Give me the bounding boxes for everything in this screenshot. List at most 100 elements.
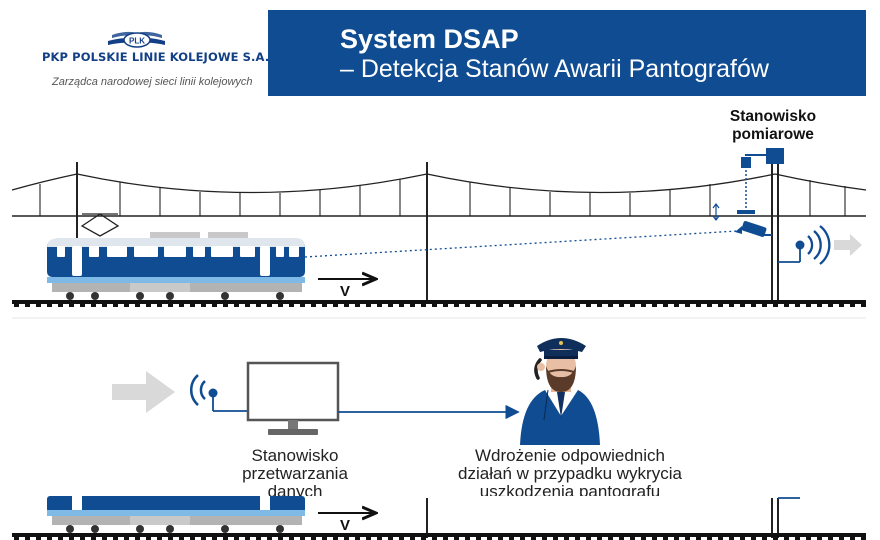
- rail-tie: [322, 304, 327, 307]
- processing-station-label: Stanowisko przetwarzania danych: [242, 447, 348, 496]
- rail-tie: [223, 304, 228, 307]
- rail-tie: [531, 537, 536, 540]
- rail-tie: [663, 537, 668, 540]
- rail-tie: [707, 304, 712, 307]
- rail-tie: [25, 537, 30, 540]
- rail-tie: [509, 304, 514, 307]
- rail-tie: [751, 537, 756, 540]
- velocity-label-top: V: [340, 283, 351, 300]
- company-tagline: Zarządca narodowej sieci linii kolejowyc…: [52, 76, 253, 88]
- rail-tie: [58, 537, 63, 540]
- rail-tie: [487, 537, 492, 540]
- rail-tie: [575, 537, 580, 540]
- rail-tie: [388, 537, 393, 540]
- rail-tie: [861, 537, 866, 540]
- rail-tie: [432, 304, 437, 307]
- rail-tie: [36, 537, 41, 540]
- rail-tie: [146, 537, 151, 540]
- monitor-icon: [246, 361, 340, 435]
- rail-tie: [355, 537, 360, 540]
- rail-tie: [300, 304, 305, 307]
- rail-tie: [388, 304, 393, 307]
- rail-tie: [80, 537, 85, 540]
- rail-tie: [366, 304, 371, 307]
- wireless-signal-icon: [189, 374, 248, 412]
- rail-tie: [113, 537, 118, 540]
- rail-tie: [223, 537, 228, 540]
- rail-tie: [36, 304, 41, 307]
- rail-tie: [234, 304, 239, 307]
- rail-tie: [586, 304, 591, 307]
- rail-tie: [366, 537, 371, 540]
- rail-tie: [344, 537, 349, 540]
- rail-tie: [806, 537, 811, 540]
- rail-tie: [850, 537, 855, 540]
- rail-tie: [619, 304, 624, 307]
- rail-tie: [256, 537, 261, 540]
- rail-tie: [168, 304, 173, 307]
- rail-tie: [641, 537, 646, 540]
- plk-emblem-text: PLK: [129, 37, 145, 46]
- rail-tie: [14, 304, 19, 307]
- rail-tie: [14, 537, 19, 540]
- rail-tie: [201, 304, 206, 307]
- rail-tie: [278, 304, 283, 307]
- rail-tie: [47, 304, 52, 307]
- rail-tie: [509, 537, 514, 540]
- rail-tie: [168, 537, 173, 540]
- rail-tie: [718, 304, 723, 307]
- rail-track-top: [12, 300, 866, 307]
- rail-tie: [311, 304, 316, 307]
- rail-tie: [410, 304, 415, 307]
- rail-tie: [773, 304, 778, 307]
- rail-tie: [69, 304, 74, 307]
- rail-tie: [91, 537, 96, 540]
- rail-tie: [157, 304, 162, 307]
- rail-tie: [58, 304, 63, 307]
- rail-tie: [762, 304, 767, 307]
- rail-track-bottom: [12, 533, 866, 540]
- rail-tie: [553, 304, 558, 307]
- rail-tie: [421, 537, 426, 540]
- catenary-mast: [76, 162, 428, 302]
- rail-tie: [630, 537, 635, 540]
- rail-tie: [322, 537, 327, 540]
- rail-tie: [608, 537, 613, 540]
- rail-tie: [597, 537, 602, 540]
- rail-tie: [333, 537, 338, 540]
- rail-tie: [454, 304, 459, 307]
- rail-tie: [828, 304, 833, 307]
- rail-tie: [696, 537, 701, 540]
- rail-tie: [47, 537, 52, 540]
- train-bottom: [47, 496, 305, 533]
- rail-tie: [91, 304, 96, 307]
- rail-tie: [652, 537, 657, 540]
- rail-tie: [190, 537, 195, 540]
- rail-tie: [487, 304, 492, 307]
- rail-tie: [465, 304, 470, 307]
- rail-tie: [135, 537, 140, 540]
- rail-tie: [179, 304, 184, 307]
- rail-tie: [102, 304, 107, 307]
- rail-tie: [740, 537, 745, 540]
- rail-tie: [641, 304, 646, 307]
- height-measure-icon: [712, 203, 720, 221]
- rail-tie: [399, 304, 404, 307]
- rail-tie: [542, 304, 547, 307]
- rail-tie: [377, 537, 382, 540]
- rail-tie: [520, 304, 525, 307]
- rail-tie: [498, 304, 503, 307]
- rail-tie: [828, 537, 833, 540]
- measurement-station-mast: [737, 148, 784, 302]
- rail-tie: [817, 304, 822, 307]
- rail-tie: [399, 537, 404, 540]
- rail-tie: [179, 537, 184, 540]
- rail-tie: [443, 304, 448, 307]
- rail-tie: [212, 537, 217, 540]
- rail-tie: [80, 304, 85, 307]
- rail-tie: [344, 304, 349, 307]
- rail-tie: [113, 304, 118, 307]
- rail-tie: [124, 537, 129, 540]
- rail-tie: [839, 537, 844, 540]
